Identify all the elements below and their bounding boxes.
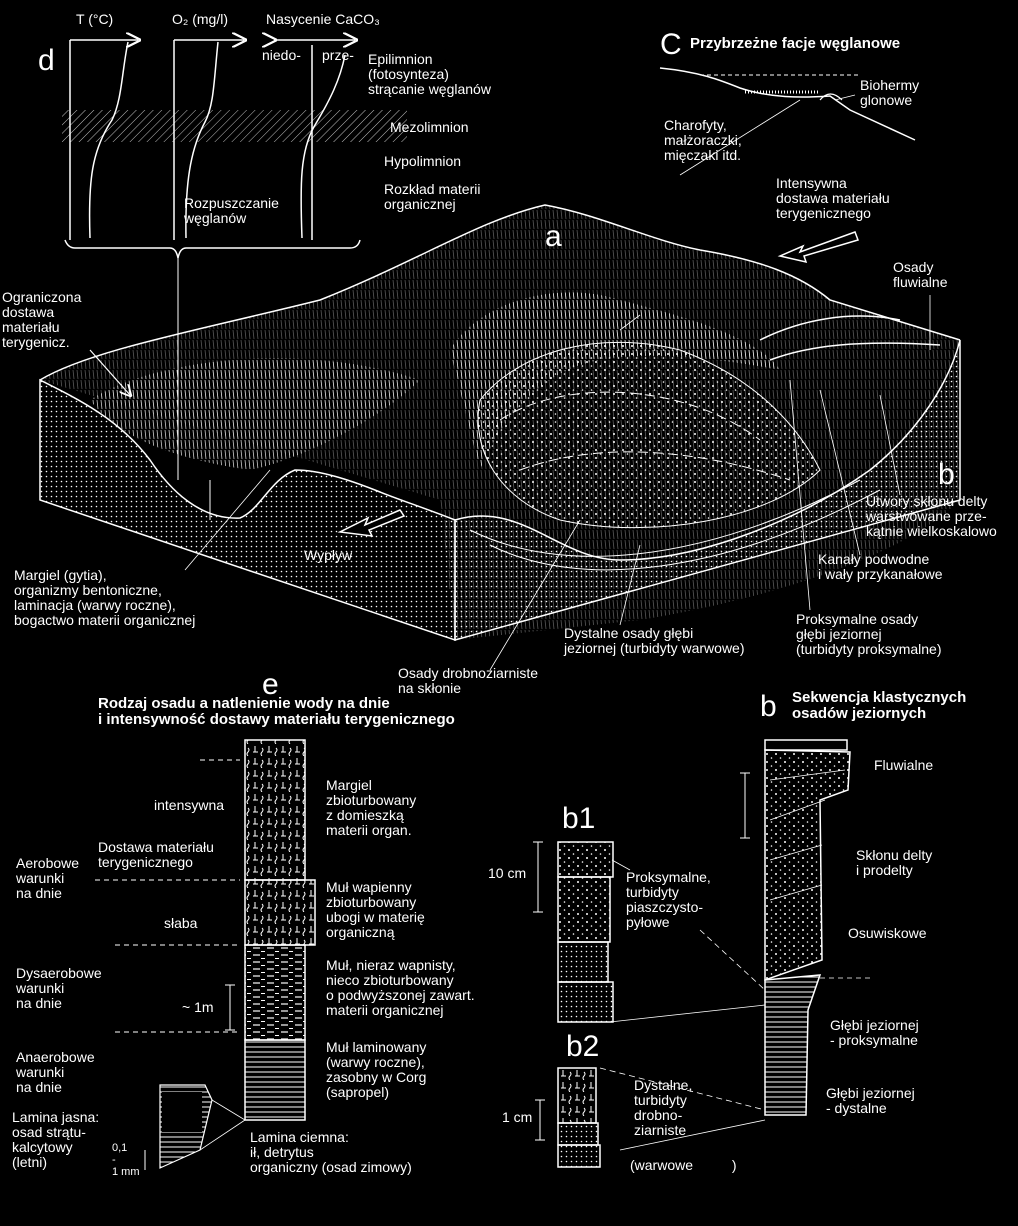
- panel-b2-column: [535, 1067, 601, 1168]
- limited-supply-label: Ograniczona dostawa materiału terygenicz…: [2, 289, 82, 350]
- proximal-label: Proksymalne osady głębi jeziornej (turbi…: [796, 611, 942, 657]
- letter-e: e: [262, 668, 279, 701]
- fine-slope-label: Osady drobnoziarniste na skłonie: [398, 665, 539, 696]
- block-diagram: [39, 204, 961, 671]
- supply-label: Dostawa materiału terygenicznego: [98, 839, 214, 870]
- saturation-header: Nasycenie CaCO₃: [266, 11, 380, 27]
- mesolimnion-label: Mezolimnion: [390, 119, 469, 135]
- b2-varve-label: (warwowe ): [630, 1157, 737, 1173]
- letter-b2: b2: [566, 1030, 600, 1063]
- o2-curve: [185, 41, 219, 239]
- panel-c-profile: [659, 67, 916, 176]
- outflow-label: Wypływ: [304, 547, 353, 563]
- mesolimnion-band: [62, 110, 407, 142]
- panel-b-title: Sekwencja klastycznych osadów jeziornych: [792, 689, 967, 722]
- temp-curve: [88, 41, 129, 239]
- dissolution-label: Rozpuszczanie węglanów: [184, 195, 279, 226]
- letter-a: a: [545, 220, 562, 253]
- panel-b1-column: [533, 841, 631, 1023]
- decomposition-label: Rozkład materii organicznej: [384, 181, 481, 212]
- intense-supply-arrow: [777, 231, 859, 264]
- channels-label: Kanały podwodne i wały przykanałowe: [818, 551, 943, 582]
- block-right-face: [454, 339, 961, 641]
- b-distal-label: Głębi jeziornej - dystalne: [826, 1085, 915, 1116]
- panel-c-title: Przybrzeżne facje węglanowe: [690, 35, 901, 52]
- letter-b: b: [760, 690, 777, 723]
- aerobic-label: Aerobowe warunki na dnie: [16, 855, 80, 901]
- b-delta-label: Skłonu delty i prodelty: [856, 847, 933, 878]
- letter-b1: b1: [562, 802, 596, 835]
- letter-b-block: b: [938, 458, 955, 491]
- b-fluvial-label: Fluwialne: [874, 757, 934, 773]
- distal-label: Dystalne osady głębi jeziornej (turbidyt…: [564, 625, 745, 656]
- outflow-arrow: [337, 509, 406, 537]
- temp-header: T (°C): [76, 11, 114, 27]
- bioherms-label: Biohermy glonowe: [860, 77, 920, 108]
- dysaerobic-label: Dysaerobowe warunki na dnie: [16, 965, 102, 1011]
- intense-label: intensywna: [154, 797, 225, 813]
- lime-mud-label: Muł wapienny zbioturbowany ubogi w mater…: [326, 879, 425, 940]
- marl-bio-label: Margiel zbioturbowany z domieszką materi…: [326, 777, 417, 838]
- panel-e-title: Rodzaj osadu a natlenienie wody na dnie …: [98, 695, 455, 728]
- intense-supply-label: Intensywna dostawa materiału terygeniczn…: [776, 175, 890, 221]
- b-proximal-label: Głębi jeziornej - proksymalne: [830, 1017, 919, 1048]
- inset-scale: 0,1 - 1 mm: [112, 1142, 140, 1178]
- delta-slope-label: Utwory skłonu delty warstwowane prze- ką…: [866, 493, 997, 539]
- mud-label: Muł, nieraz wapnisty, nieco zbioturbowan…: [326, 957, 475, 1018]
- laminated-label: Muł laminowany (warwy roczne), zasobny w…: [326, 1039, 427, 1100]
- panel-b-column: [599, 739, 870, 1151]
- b-slump-label: Osuwiskowe: [848, 925, 927, 941]
- b2-scale: 1 cm: [502, 1109, 533, 1125]
- b1-scale: 10 cm: [488, 865, 527, 881]
- anaerobic-label: Anaerobowe warunki na dnie: [16, 1049, 95, 1095]
- letter-c: C: [660, 28, 682, 61]
- weak-label: słaba: [164, 915, 198, 931]
- light-lamina-label: Lamina jasna: osad strątu- kalcytowy (le…: [12, 1109, 100, 1170]
- dark-lamina-label: Lamina ciemna: ił, detrytus organiczny (…: [250, 1129, 412, 1175]
- o2-header: O₂ (mg/l): [172, 11, 228, 27]
- hypolimnion-label: Hypolimnion: [384, 153, 462, 169]
- epilimnion-label: Epilimnion (fotosynteza) strącanie węgla…: [368, 51, 491, 97]
- fluvial-label: Osady fluwialne: [893, 259, 948, 290]
- block-front-face: [39, 378, 456, 642]
- saturation-curve: [300, 54, 346, 239]
- marl-label: Margiel (gytia), organizmy bentoniczne, …: [14, 567, 196, 628]
- scale-1m: ~ 1m: [182, 999, 214, 1015]
- charophytes-label: Charofyty, małżoraczki, mięczaki itd.: [664, 117, 742, 163]
- over-saturation-label: prze-: [322, 47, 354, 63]
- letter-d: d: [38, 44, 55, 77]
- b1-label: Proksymalne, turbidyty piaszczysto- pyło…: [626, 869, 711, 930]
- b2-label: Dystalne, turbidyty drobno- ziarniste: [634, 1077, 693, 1138]
- under-saturation-label: niedo-: [262, 47, 301, 63]
- panel-e-column: [95, 739, 316, 1170]
